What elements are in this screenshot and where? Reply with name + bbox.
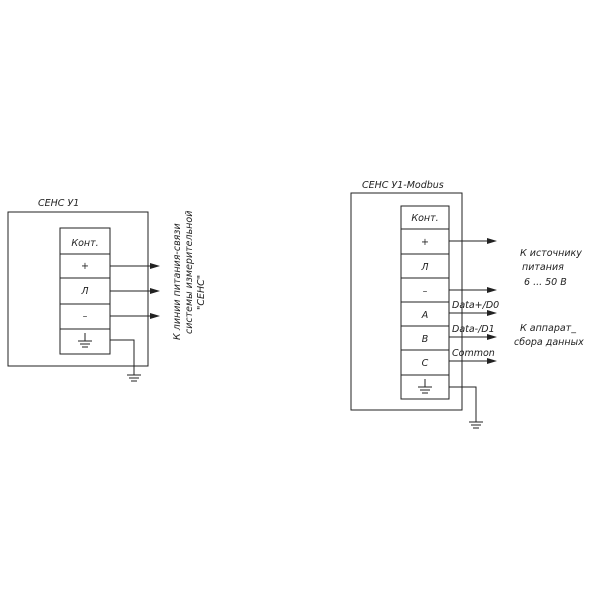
right-arrow-c	[449, 358, 497, 364]
data-annotation: К аппарат_ сбора данных	[514, 323, 584, 348]
right-device-housing	[350, 192, 463, 411]
right-arrow-plus	[449, 238, 497, 244]
left-ground-wire	[110, 339, 141, 382]
right-terminal-minus: –	[423, 286, 428, 297]
signal-common-label: Common	[452, 348, 495, 359]
right-device: СЕНС У1-Modbus Конт. + Л – A B C	[350, 180, 584, 429]
left-arrow-minus	[110, 313, 160, 319]
right-arrow-a	[449, 310, 497, 316]
power-annotation-line-1: К источнику	[520, 248, 582, 259]
right-terminal-plus: +	[421, 237, 429, 248]
left-arrow-l	[110, 288, 160, 294]
left-header-label: Конт.	[71, 238, 98, 249]
left-annotation-line-1: К линии питания-связи	[172, 223, 183, 340]
right-header-label: Конт.	[411, 213, 438, 224]
right-arrow-b	[449, 334, 497, 340]
left-device-title: СЕНС У1	[38, 198, 79, 209]
left-annotation-line-3: "СЕНС"	[196, 275, 207, 310]
power-annotation-line-2: питания	[522, 262, 564, 273]
left-ground-symbol	[78, 333, 92, 348]
right-device-title: СЕНС У1-Modbus	[362, 180, 444, 191]
power-annotation: К источнику питания 6 ... 50 В	[520, 248, 582, 288]
left-terminal-plus: +	[81, 261, 89, 272]
left-annotation-line-2: системы измерительной	[184, 211, 195, 334]
left-arrow-plus	[110, 263, 160, 269]
left-terminal-l: Л	[80, 286, 88, 297]
right-terminal-c: C	[422, 358, 429, 369]
right-ground-symbol	[418, 379, 432, 394]
power-annotation-line-3: 6 ... 50 В	[524, 277, 567, 288]
right-terminal-l: Л	[420, 262, 428, 273]
left-device: СЕНС У1 Конт. + Л –	[7, 198, 207, 382]
signal-data-plus-label: Data+/D0	[452, 300, 499, 311]
signal-data-minus-label: Data-/D1	[452, 324, 495, 335]
data-annotation-line-2: сбора данных	[514, 337, 584, 348]
left-device-housing	[7, 211, 149, 367]
right-terminal-a: A	[421, 310, 429, 321]
right-arrow-minus	[449, 287, 497, 293]
data-annotation-line-1: К аппарат_	[520, 323, 576, 334]
left-annotation: К линии питания-связи системы измеритель…	[172, 211, 207, 340]
right-terminal-b: B	[422, 334, 429, 345]
left-terminal-minus: –	[83, 311, 88, 322]
right-ground-wire	[449, 386, 483, 429]
